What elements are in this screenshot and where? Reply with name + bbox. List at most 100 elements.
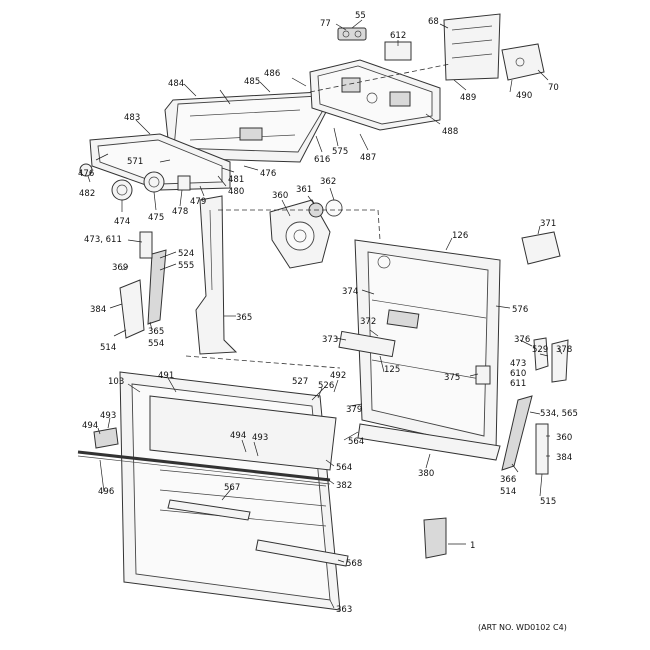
label-373: 373 [322,335,338,345]
label-481: 481 [228,175,244,185]
label-380: 380 [418,469,434,479]
label-479: 479 [190,197,206,207]
knob-482 [79,163,93,177]
label-365: 365 [236,313,252,323]
label-476b: 476 [260,169,276,179]
label-564a: 564 [348,437,364,447]
label-575: 575 [332,147,348,157]
art-number: (ART NO. WD0102 C4) [478,623,567,632]
label-527: 527 [292,377,308,387]
knob-475 [143,171,165,193]
label-384: 384 [90,305,106,315]
label-126: 126 [452,231,468,241]
label-485: 485 [244,77,260,87]
label-476a: 476 [78,169,94,179]
hinge-371 [521,231,561,265]
knob-474 [111,179,133,201]
label-492: 492 [330,371,346,381]
label-378: 378 [556,345,572,355]
label-486: 486 [264,69,280,79]
label-571: 571 [127,157,143,167]
label-514a: 514 [100,343,116,353]
handle-block-494 [93,427,119,449]
label-496: 496 [98,487,114,497]
label-68: 68 [428,17,439,27]
label-555: 555 [178,261,194,271]
part-labels: 77 55 68 612 70 490 489 484 485 486 488 … [78,11,578,632]
switch-55 [337,27,367,41]
label-494a: 494 [82,421,98,431]
control-module [309,59,441,131]
label-473-611: 473, 611 [84,235,122,245]
label-493b: 493 [252,433,268,443]
label-360b: 360 [556,433,572,443]
label-478: 478 [172,207,188,217]
leader-lines [87,19,563,609]
part-1-manual [423,517,466,559]
label-567: 567 [224,483,240,493]
label-475: 475 [148,213,164,223]
label-554: 554 [148,339,164,349]
label-487: 487 [360,153,376,163]
module-cover [443,13,501,81]
label-125: 125 [384,365,400,375]
label-360: 360 [272,191,288,201]
label-474: 474 [114,217,130,227]
handle-bar-496 [77,450,331,485]
label-70: 70 [548,83,559,93]
label-490: 490 [516,91,532,101]
label-384b: 384 [556,453,572,463]
alignment-line [377,209,381,241]
latch-assembly-left [119,231,167,339]
label-361: 361 [296,185,312,195]
label-480: 480 [228,187,244,197]
vent-duct-365 [195,195,238,355]
label-494b: 494 [230,431,246,441]
seal-362 [325,199,343,217]
alignment-line [185,355,341,369]
label-489: 489 [460,93,476,103]
label-55: 55 [355,11,366,21]
inner-door-panel [338,239,501,451]
label-568: 568 [346,559,362,569]
label-376: 376 [514,335,530,345]
label-529: 529 [532,345,548,355]
label-564b: 564 [336,463,352,473]
label-612: 612 [390,31,406,41]
label-488: 488 [442,127,458,137]
label-616: 616 [314,155,330,165]
bottom-rail-380 [357,423,501,461]
label-515: 515 [540,497,556,507]
label-103: 103 [108,377,124,387]
label-363: 363 [336,605,352,615]
label-369: 369 [112,263,128,273]
label-482: 482 [79,189,95,199]
label-366: 366 [500,475,516,485]
label-484: 484 [168,79,184,89]
label-365a: 365 [148,327,164,337]
bracket-490 [501,43,545,81]
label-576: 576 [512,305,528,315]
label-491: 491 [158,371,174,381]
label-526: 526 [318,381,334,391]
label-483: 483 [124,113,140,123]
label-374: 374 [342,287,358,297]
label-379: 379 [346,405,362,415]
rail-568 [255,539,349,567]
button-478 [177,175,191,191]
label-514b: 514 [500,487,516,497]
label-493a: 493 [100,411,116,421]
label-77: 77 [320,19,331,29]
trim-567 [167,499,251,521]
label-534-565: 534, 565 [540,409,578,419]
label-382: 382 [336,481,352,491]
label-372: 372 [360,317,376,327]
label-371: 371 [540,219,556,229]
label-1: 1 [470,541,475,551]
label-524: 524 [178,249,194,259]
label-375: 375 [444,373,460,383]
label-362: 362 [320,177,336,187]
